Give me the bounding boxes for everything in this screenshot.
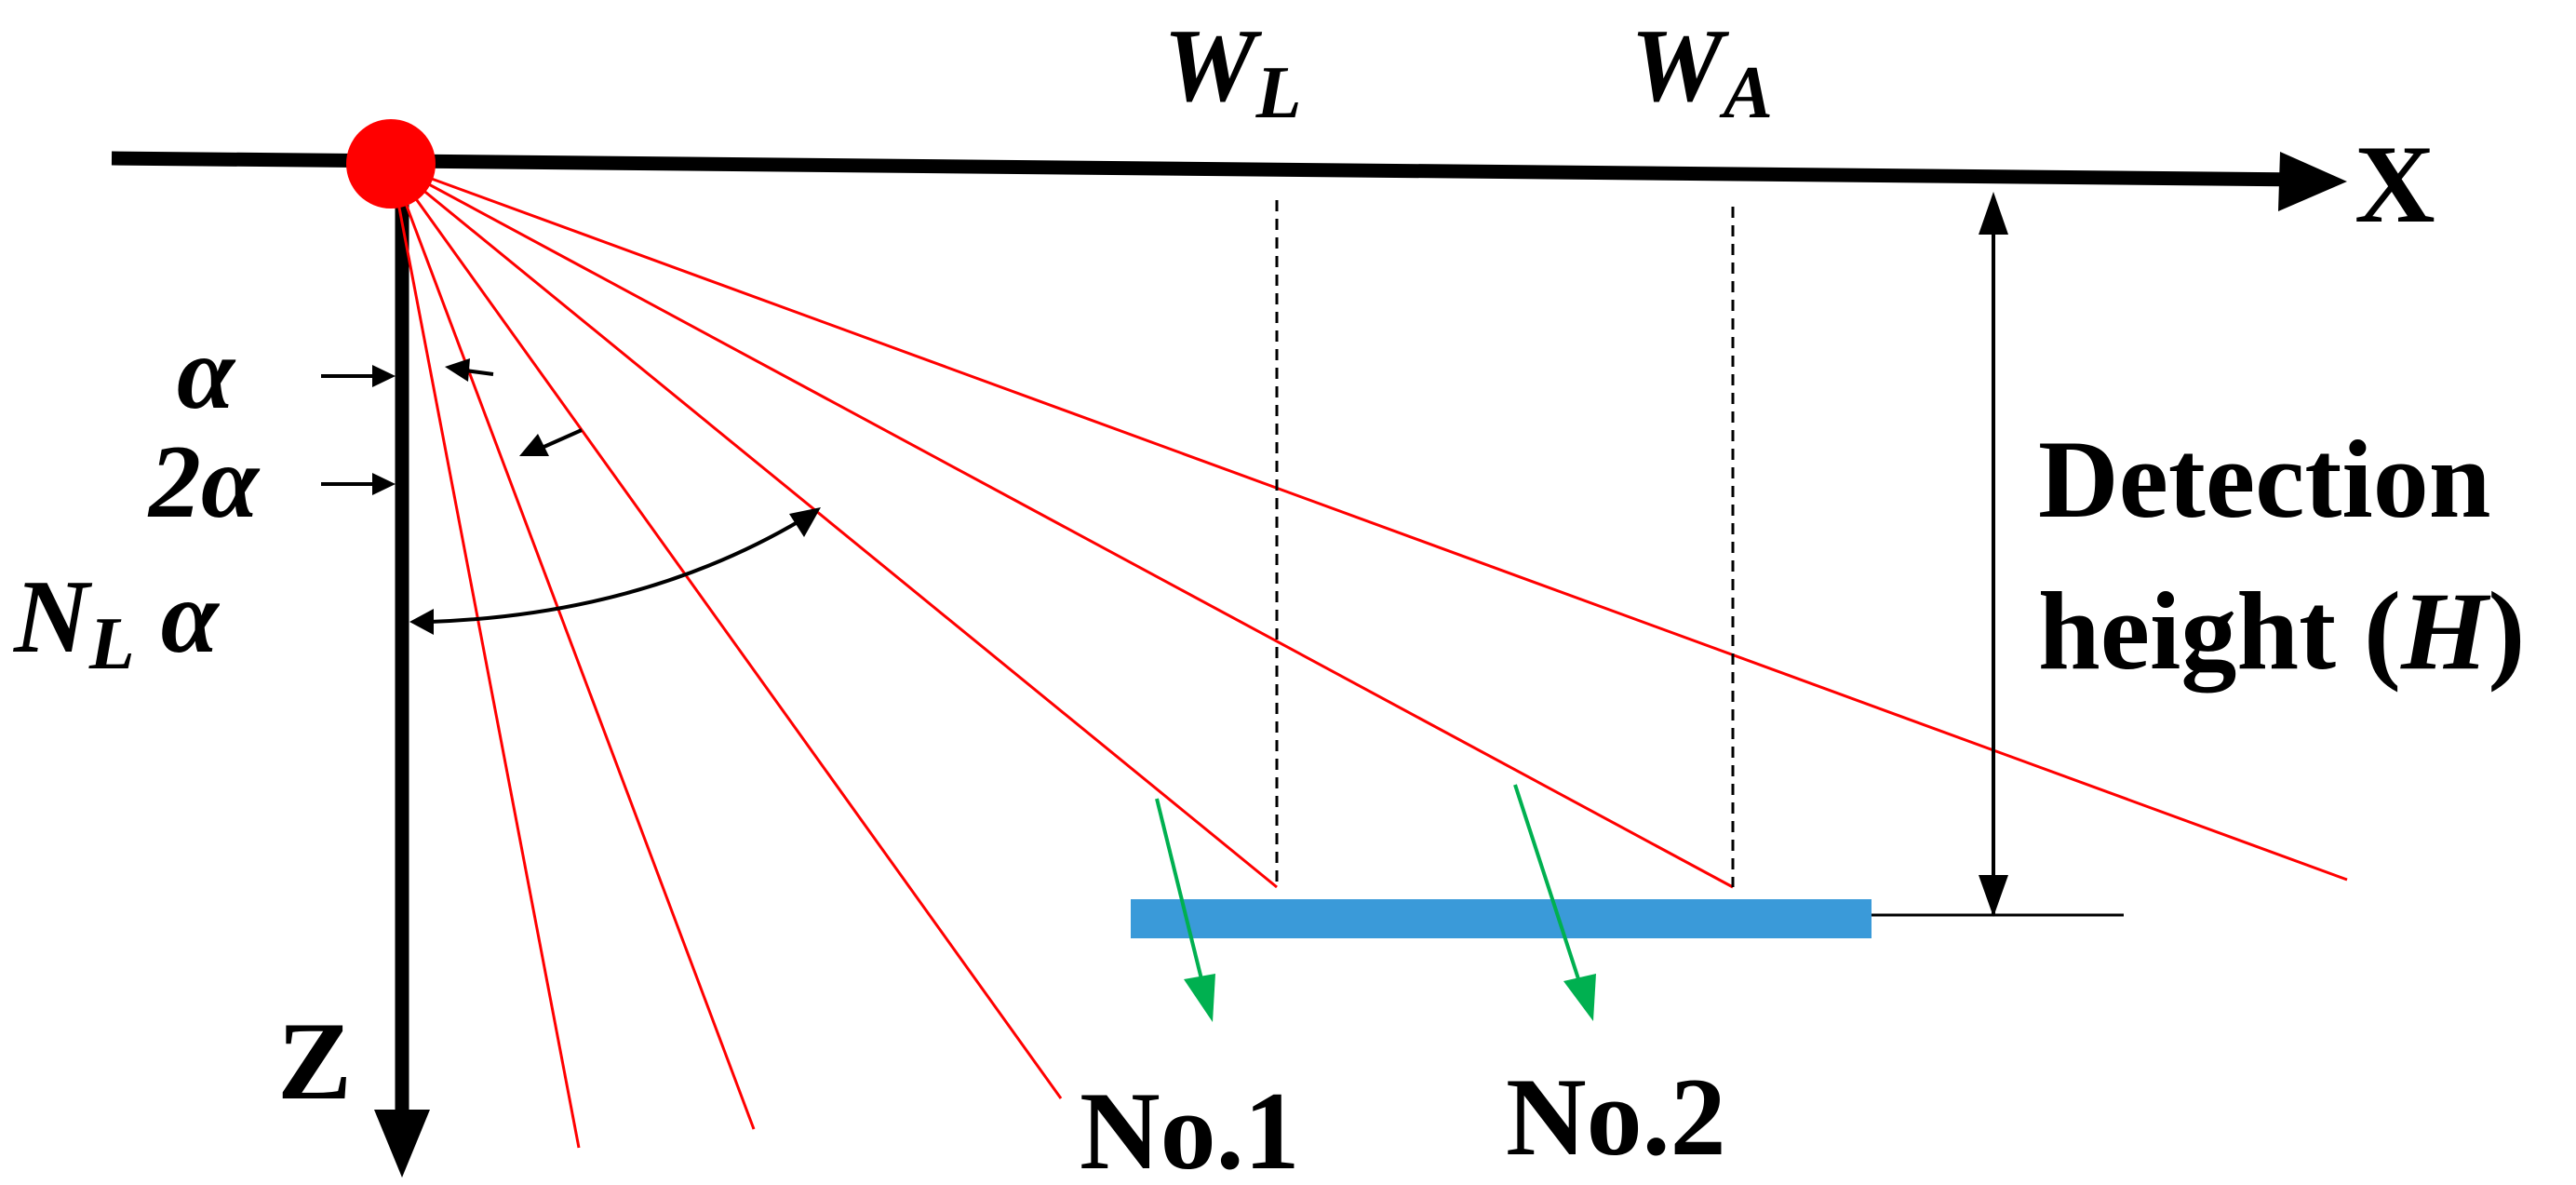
detection-height-line2: height (H) <box>2038 569 2525 693</box>
target-surface <box>1131 899 1872 938</box>
beam-5 <box>390 162 1734 889</box>
wa-label: WA <box>1630 8 1773 134</box>
two-alpha-label: 2α <box>147 424 261 540</box>
no1-label: No.1 <box>1080 1069 1300 1185</box>
z-axis-arrowhead <box>374 1110 430 1178</box>
beam-6 <box>390 162 2348 882</box>
no2-label: No.2 <box>1506 1055 1726 1178</box>
beam-4 <box>390 162 1278 889</box>
projection-lines <box>1275 200 1735 887</box>
x-axis-arrowhead <box>2278 152 2347 211</box>
normal-arrows <box>1155 784 1596 1022</box>
x-axis-line <box>111 151 2309 187</box>
nl-alpha-label: NL α <box>12 559 221 685</box>
beam-1 <box>389 163 581 1149</box>
normal-arrow-no2 <box>1513 784 1586 997</box>
angle-indicators <box>321 358 821 635</box>
laser-source-dot <box>346 119 436 209</box>
x-axis-label: X <box>2355 122 2435 246</box>
z-axis-label: Z <box>277 999 352 1123</box>
alpha-label: α <box>177 316 236 431</box>
beam-3 <box>389 163 1063 1099</box>
x-axis: X <box>111 122 2435 246</box>
beam-2 <box>389 163 756 1130</box>
z-axis: Z <box>277 163 430 1178</box>
normal-arrow-no1 <box>1155 798 1208 999</box>
laser-beams <box>389 162 2348 1149</box>
detection-height-arrow <box>1979 192 2008 917</box>
wl-label: WL <box>1163 8 1301 134</box>
detection-height-line1: Detection <box>2038 417 2490 541</box>
